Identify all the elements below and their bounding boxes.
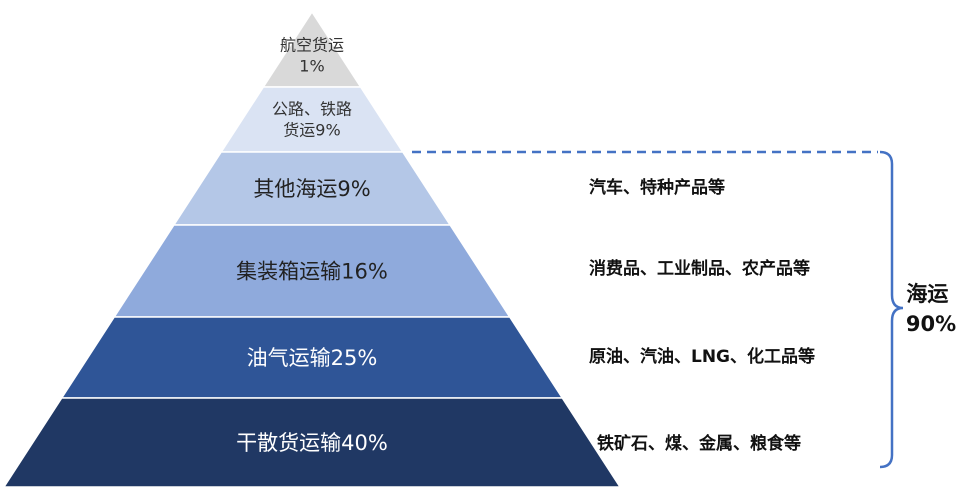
cargo-labels: 汽车、特种产品等消费品、工业制品、农产品等原油、汽油、LNG、化工品等铁矿石、煤… xyxy=(589,177,815,454)
pyramid-tier-1-label-line-1: 航空货运 xyxy=(280,36,344,55)
pyramid-tier-3-label: 其他海运9% xyxy=(253,177,370,201)
sea-transport-bracket: 海运 90% xyxy=(412,150,956,469)
pyramid-tier-6-label-line-1: 干散货运输40% xyxy=(236,431,388,455)
pyramid-tier-6 xyxy=(2,397,622,488)
pyramid-tier-4-label: 集装箱运输16% xyxy=(236,259,388,283)
pyramid-tiers: 航空货运 1% 公路、铁路货运9% 其他海运9% 集装箱运输16% 油气运输25% 干散货运… xyxy=(2,10,622,488)
sea-group-label-line-2: 90% xyxy=(906,312,956,336)
cargo-label-4: 铁矿石、煤、金属、粮食等 xyxy=(597,433,801,454)
sea-group-label: 海运 90% xyxy=(906,282,956,336)
pyramid-tier-2-label: 公路、铁路货运9% xyxy=(272,100,352,140)
pyramid-tier-3-label-line-1: 其他海运9% xyxy=(253,177,370,201)
cargo-label-3: 原油、汽油、LNG、化工品等 xyxy=(589,346,815,367)
pyramid-tier-1-label-line-2: 1% xyxy=(299,57,324,76)
sea-group-label-line-1: 海运 xyxy=(906,282,948,306)
cargo-label-2: 消费品、工业制品、农产品等 xyxy=(589,258,810,279)
pyramid-tier-1-label: 航空货运 1% xyxy=(280,36,344,76)
pyramid-tier-4-label-line-1: 集装箱运输16% xyxy=(236,259,388,283)
sea-group-brace xyxy=(879,150,904,469)
pyramid-tier-5-label-line-1: 油气运输25% xyxy=(247,346,378,370)
pyramid-tier-2-label-line-2: 货运9% xyxy=(283,121,340,140)
pyramid-tier-5-label: 油气运输25% xyxy=(247,346,378,370)
pyramid-tier-6-label: 干散货运输40% xyxy=(236,431,388,455)
pyramid-tier-2-label-line-1: 公路、铁路 xyxy=(272,100,352,119)
pyramid-tier-2 xyxy=(219,86,405,153)
cargo-label-1: 汽车、特种产品等 xyxy=(589,177,725,198)
